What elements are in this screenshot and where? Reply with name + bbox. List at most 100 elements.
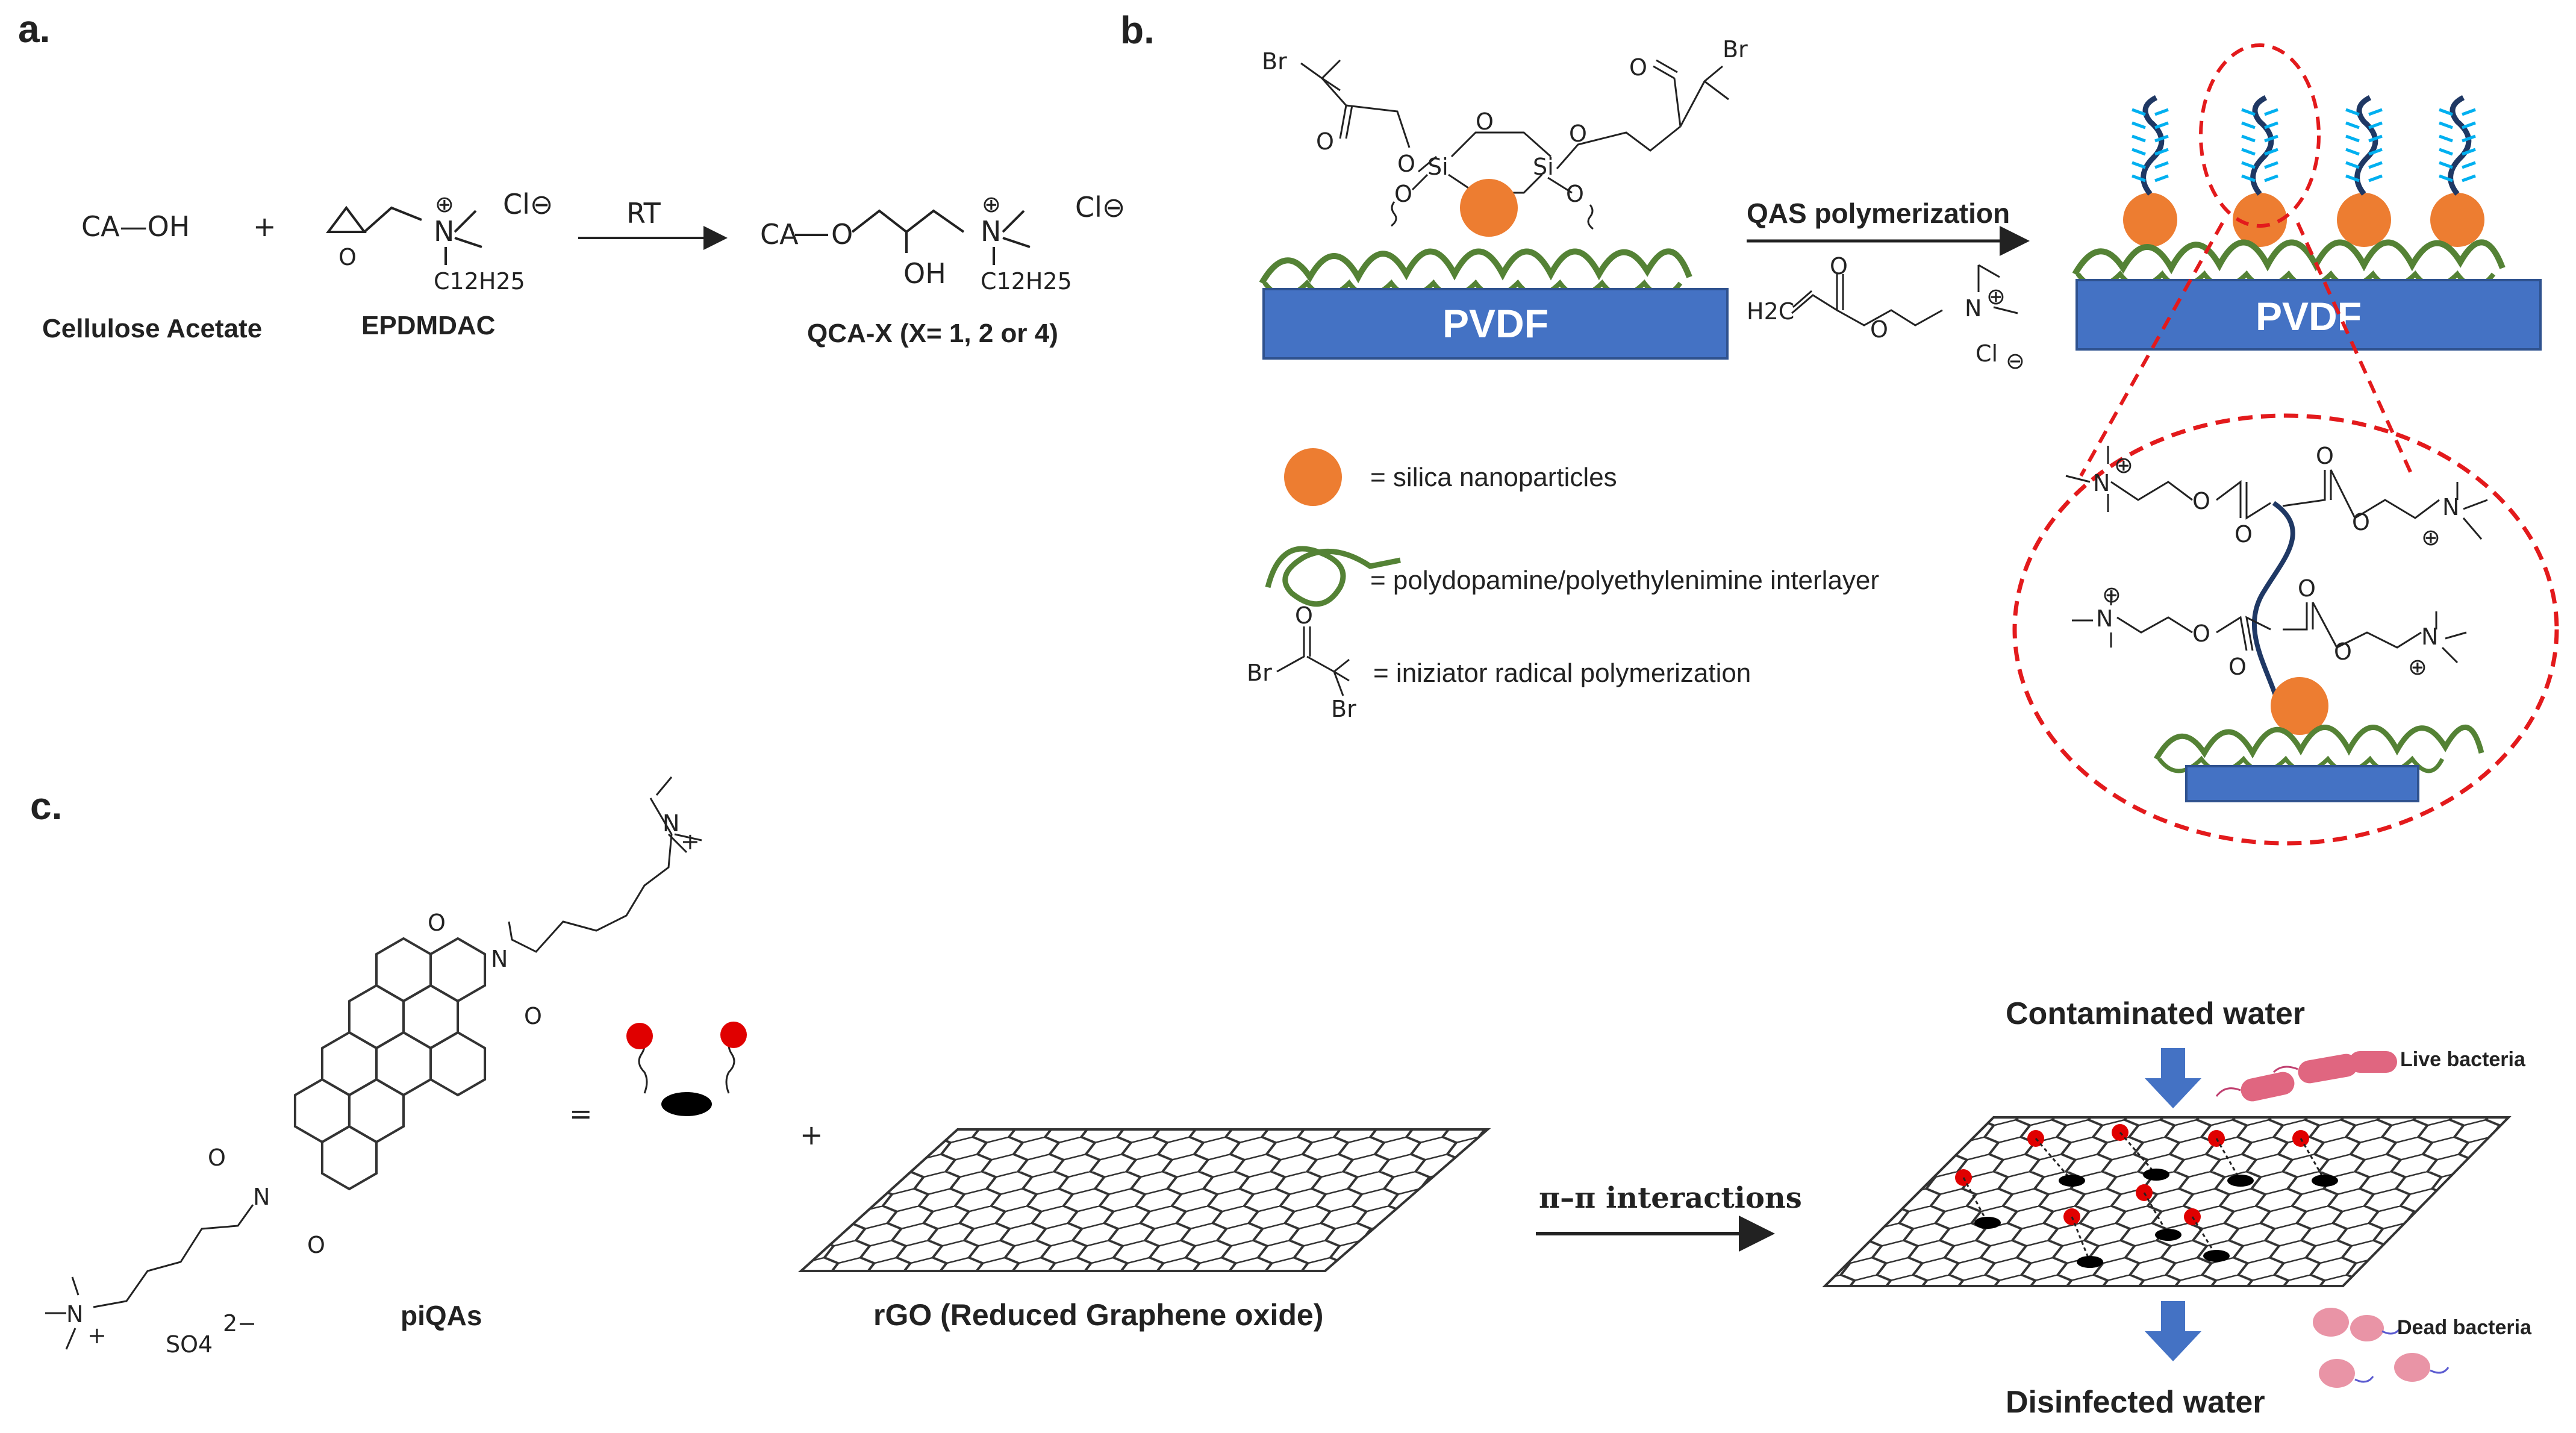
legend-br-2: Br [1331,696,1356,722]
legend-silica-icon [1284,448,1342,506]
disinfected-arrow [2145,1301,2201,1361]
perylene-ring-1 [375,937,432,1003]
brush-side-group [2132,161,2169,169]
attached-linker [2119,1132,2157,1175]
legend-o: O [1295,602,1313,629]
legend-initiator-icon: Br O Br [1247,602,1356,722]
zoom-o-1: O [2192,488,2210,514]
brush-side-group [2241,134,2278,143]
silica-nanoparticle-left [1460,179,1518,237]
attached-core [2203,1250,2230,1262]
brush-side-group [2439,161,2476,169]
equals-sign: = [569,1097,593,1130]
so4-label: SO4 [166,1331,213,1358]
grafted-silica-4 [2430,193,2484,247]
qas-polymerization-label: QAS polymerization [1747,198,2010,229]
perylene-ring-5 [375,1031,432,1097]
legend-b: = silica nanoparticles = polydopamine/po… [1247,448,1879,722]
ester-o-left: O [1397,151,1415,177]
piqas-o-3: O [208,1144,226,1171]
polymer-chain-1 [2141,95,2165,196]
callout-line-left [2079,222,2224,477]
brush-side-group [2345,121,2383,130]
legend-interlayer-text: = polydopamine/polyethylenimine interlay… [1370,566,1879,595]
n-plus-charge: ⊕ [435,191,454,217]
panel-a-label: a. [18,7,50,51]
perylene-ring-7 [320,1031,378,1097]
monomer-n-plus: ⊕ [1986,283,2006,310]
ammonium-n: N [434,215,454,248]
dead-bacteria-label: Dead bacteria [2397,1316,2532,1339]
brush-side-group [2439,121,2476,130]
dead-bacterium-3 [2319,1359,2355,1388]
attached-core [2227,1175,2254,1187]
perylene-ring-2 [429,937,487,1003]
piqas-o-4: O [307,1232,325,1258]
live-bacterium-1 [2241,1072,2295,1102]
ca-oh-formula: CA—OH [81,210,190,243]
zoom-pvdf [2185,765,2419,802]
legend-silica-text: = silica nanoparticles [1370,463,1617,492]
piqas-cartoon-red-dot-left [626,1023,653,1049]
product-chloride: Cl⊖ [1075,191,1125,223]
piqas-n-top: N [663,810,679,837]
perylene-ring-4 [348,984,405,1050]
attached-core [2312,1175,2338,1187]
dead-bacterium-4 [2394,1353,2430,1382]
functionalized-lattice [1822,1116,2512,1287]
legend-interlayer-icon [1265,546,1401,607]
live-bacterium-3 [2349,1051,2397,1073]
piqas-cartoon-red-dot-right [720,1022,747,1048]
panel-c: c. N + O O N O O N N + SO4 2− piQAs = [30,776,2532,1420]
piqas-n-bottom: N [66,1301,83,1328]
attached-linker [2071,1216,2091,1263]
contaminated-arrow [2145,1048,2201,1108]
piqas-n-imide-bottom: N [253,1184,270,1210]
brush-side-group [2241,174,2278,183]
zoom-n-plus-1: ⊕ [2114,452,2133,478]
functionalized-sheet [1822,1116,2512,1287]
attached-linker [2035,1138,2073,1181]
brush-side-group [2345,108,2383,116]
rgo-label: rGO (Reduced Graphene oxide) [873,1298,1323,1332]
monomer-cl: Cl [1976,340,1998,367]
piqas-o-2: O [524,1003,542,1029]
zoom-detail-structure: N ⊕ O O O O N ⊕ N ⊕ O O O O N ⊕ [2065,443,2488,802]
dead-bacteria-group [2313,1308,2450,1388]
pvdf-label-right: PVDF [2256,294,2362,339]
zoom-interlayer [2154,725,2484,761]
qca-x-label: QCA-X (X= 1, 2 or 4) [807,319,1058,348]
piqas-cartoon [626,1022,747,1116]
interlayer-left [1259,248,1692,285]
polymer-chain-3 [2354,95,2378,196]
panel-c-label: c. [30,784,62,828]
so4-charge: 2− [223,1310,257,1337]
zoom-o-8: O [2334,638,2352,665]
perylene-ring-10 [320,1125,378,1191]
zoom-o-5: O [2192,620,2210,647]
perylene-core [293,937,487,1191]
cellulose-acetate-label: Cellulose Acetate [42,314,262,343]
brush-side-group [2132,108,2169,116]
perylene-ring-6 [429,1031,487,1097]
perylene-ring-8 [348,1078,405,1144]
pvdf-label-left: PVDF [1442,301,1548,346]
brush-side-group [2132,174,2169,183]
brush-side-group [2439,174,2476,183]
brush-side-group [2439,148,2476,156]
legend-initiator-text: = iniziator radical polymerization [1373,658,1751,688]
product-n-plus: ⊕ [982,191,1001,217]
zoom-n-3: N [2096,605,2113,632]
attached-linker [2191,1216,2218,1257]
contaminated-water-label: Contaminated water [2006,996,2305,1031]
rgo-sheet [797,1128,1491,1272]
product-n: N [981,215,1001,248]
polymer-backbone [2251,501,2295,700]
brush-side-group [2345,148,2383,156]
dead-bacterium-1 [2313,1308,2349,1337]
epoxide-structure: O ⊕ N C12H25 Cl⊖ [326,188,553,295]
monomer-ester-o: O [1870,316,1888,343]
piqas-n-imide-top: N [491,946,508,972]
dead-bacterium-2 [2350,1315,2384,1341]
